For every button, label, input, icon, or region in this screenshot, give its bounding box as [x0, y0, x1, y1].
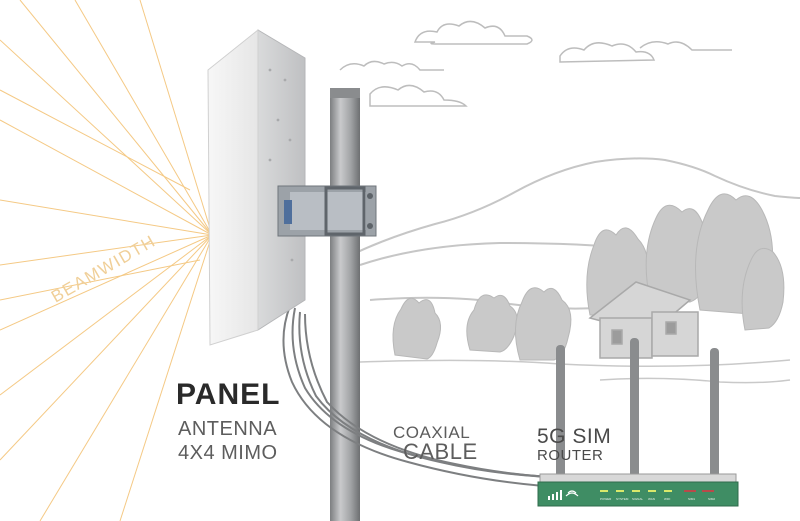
ground-sketch — [359, 359, 791, 384]
cloud-sketches — [339, 20, 732, 107]
coaxial-cables — [282, 305, 576, 489]
mounting-pole — [330, 88, 360, 521]
panel-subtitle-antenna: ANTENNA — [178, 418, 278, 440]
house-sketch — [588, 281, 699, 359]
panel-subtitle-mimo: 4X4 MIMO — [178, 442, 278, 464]
coaxial-label: COAXIAL — [393, 423, 471, 442]
trees-sketch — [392, 193, 785, 361]
panel-antenna — [207, 28, 306, 346]
panel-title: PANEL — [176, 378, 281, 411]
router-subtitle: ROUTER — [537, 447, 604, 464]
signal-icon — [548, 490, 562, 500]
router-title: 5G SIM — [537, 425, 612, 448]
beam-lines — [0, 0, 213, 521]
cable-label: CABLE — [403, 439, 478, 464]
router-5g — [537, 338, 739, 507]
mounting-bracket — [277, 185, 377, 237]
